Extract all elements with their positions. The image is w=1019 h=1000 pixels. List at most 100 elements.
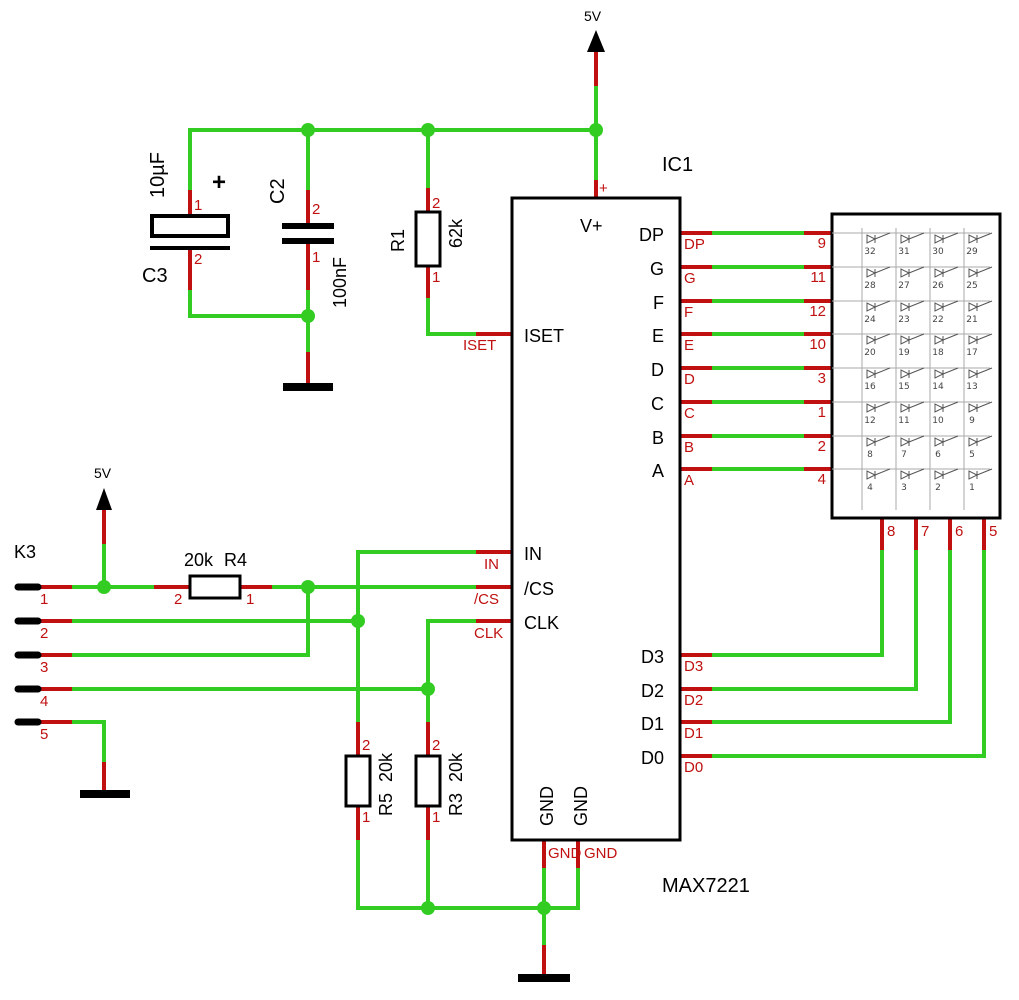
led-diode <box>968 335 979 345</box>
net-label-in: IN <box>484 556 499 573</box>
r3-ref: R3 <box>446 793 466 816</box>
led-diode <box>900 268 911 278</box>
led-diode-lead <box>942 435 959 443</box>
pin-label-gnd-b: GND <box>571 786 591 826</box>
r4-value: 20k <box>184 550 214 570</box>
led-diode-lead <box>976 300 993 308</box>
pin-label-b: B <box>652 428 664 448</box>
resistor-r4: 20k R4 2 1 <box>174 550 254 608</box>
led-diode <box>900 234 911 244</box>
connector-k3: K3 1 2 3 4 5 <box>14 542 48 743</box>
led-number: 19 <box>898 348 910 358</box>
net-d1-wire <box>710 548 952 724</box>
led-diode-lead <box>908 232 925 240</box>
net-label-d3: D3 <box>684 658 703 675</box>
c2-pin1-num: 1 <box>312 249 320 266</box>
net-label-c: C <box>684 405 695 422</box>
r5-pin2-num: 2 <box>362 737 370 754</box>
matrix-pin-num: 6 <box>955 523 963 540</box>
junction-dot <box>421 901 435 915</box>
r5-body <box>344 754 372 808</box>
led-diode <box>934 335 945 345</box>
net-label-g: G <box>684 270 696 287</box>
supply-arrow-left <box>96 488 112 510</box>
pin-label-c: C <box>651 394 664 414</box>
led-number: 10 <box>932 416 944 426</box>
ic-body <box>510 196 682 842</box>
led-diode-lead <box>908 333 925 341</box>
r3-pin2-num: 2 <box>432 737 440 754</box>
supply-label-top: 5V <box>584 8 602 24</box>
led-diode-lead <box>942 468 959 476</box>
led-diode-lead <box>942 266 959 274</box>
c3-polarity: + <box>212 169 226 196</box>
k3-ref: K3 <box>14 542 36 562</box>
capacitor-c2: C2 100nF 2 1 <box>267 178 350 308</box>
led-diode-lead <box>976 435 993 443</box>
led-diode-lead <box>908 266 925 274</box>
pin-label-d0: D0 <box>641 748 664 768</box>
matrix-pin-num: 12 <box>809 303 826 320</box>
junction-dot <box>351 614 365 628</box>
led-number: 28 <box>864 281 876 291</box>
resistor-r1: R1 62k 2 1 <box>388 195 466 286</box>
junction-dot <box>301 123 315 137</box>
net-label-b: B <box>684 439 694 456</box>
r3-value: 20k <box>446 752 466 782</box>
r3-body <box>414 754 442 808</box>
led-number: 20 <box>864 348 876 358</box>
led-diode <box>866 369 877 379</box>
r4-ref: R4 <box>224 550 247 570</box>
ic-vplus-label: V+ <box>580 216 603 236</box>
led-diode <box>934 403 945 413</box>
led-number: 8 <box>867 450 873 460</box>
pin-label-clk: CLK <box>524 613 559 633</box>
junction-dot <box>301 309 315 323</box>
led-diode-lead <box>874 435 891 443</box>
supply-label-left: 5V <box>94 465 112 481</box>
pin-label-d3: D3 <box>641 647 664 667</box>
led-diode <box>934 302 945 312</box>
net-label-d: D <box>684 371 695 388</box>
led-number: 25 <box>966 281 977 291</box>
pin-label-e: E <box>652 326 664 346</box>
junctions <box>97 123 603 915</box>
led-diode-lead <box>942 401 959 409</box>
led-diode-lead <box>942 232 959 240</box>
led-number: 17 <box>966 348 977 358</box>
led-diode <box>934 268 945 278</box>
net-label-d1: D1 <box>684 725 703 742</box>
r5-pin1-num: 1 <box>362 809 370 826</box>
resistor-r3: R3 20k 2 1 <box>414 737 466 826</box>
net-label-gnd-a: GND <box>548 845 582 862</box>
matrix-col-pin-numbers: 8 7 6 5 <box>887 523 997 540</box>
led-diode <box>866 437 877 447</box>
led-diode <box>968 470 979 480</box>
led-diode-lead <box>874 401 891 409</box>
matrix-body <box>830 212 1002 520</box>
led-diode <box>866 403 877 413</box>
led-diode <box>968 403 979 413</box>
led-diode-lead <box>908 468 925 476</box>
c2-value: 100nF <box>330 257 350 308</box>
led-diode <box>900 403 911 413</box>
r1-pin1-num: 1 <box>432 269 440 286</box>
k3-pin2-num: 2 <box>40 625 48 642</box>
ic-ref: IC1 <box>662 154 693 176</box>
led-diode-lead <box>874 468 891 476</box>
junction-dot <box>421 123 435 137</box>
led-diode <box>934 437 945 447</box>
led-number: 27 <box>898 281 909 291</box>
led-number: 21 <box>966 315 977 325</box>
led-diode <box>934 470 945 480</box>
r4-body <box>188 574 242 600</box>
pin-stubs <box>36 50 986 976</box>
led-diode-lead <box>976 333 993 341</box>
matrix-row-pin-numbers: 9 11 12 10 3 1 2 4 <box>809 235 826 488</box>
net-in-wire <box>356 550 478 724</box>
led-diode-lead <box>908 401 925 409</box>
junction-dot <box>421 682 435 696</box>
led-diode-lead <box>976 232 993 240</box>
led-diode-lead <box>976 266 993 274</box>
led-number: 30 <box>932 247 944 257</box>
